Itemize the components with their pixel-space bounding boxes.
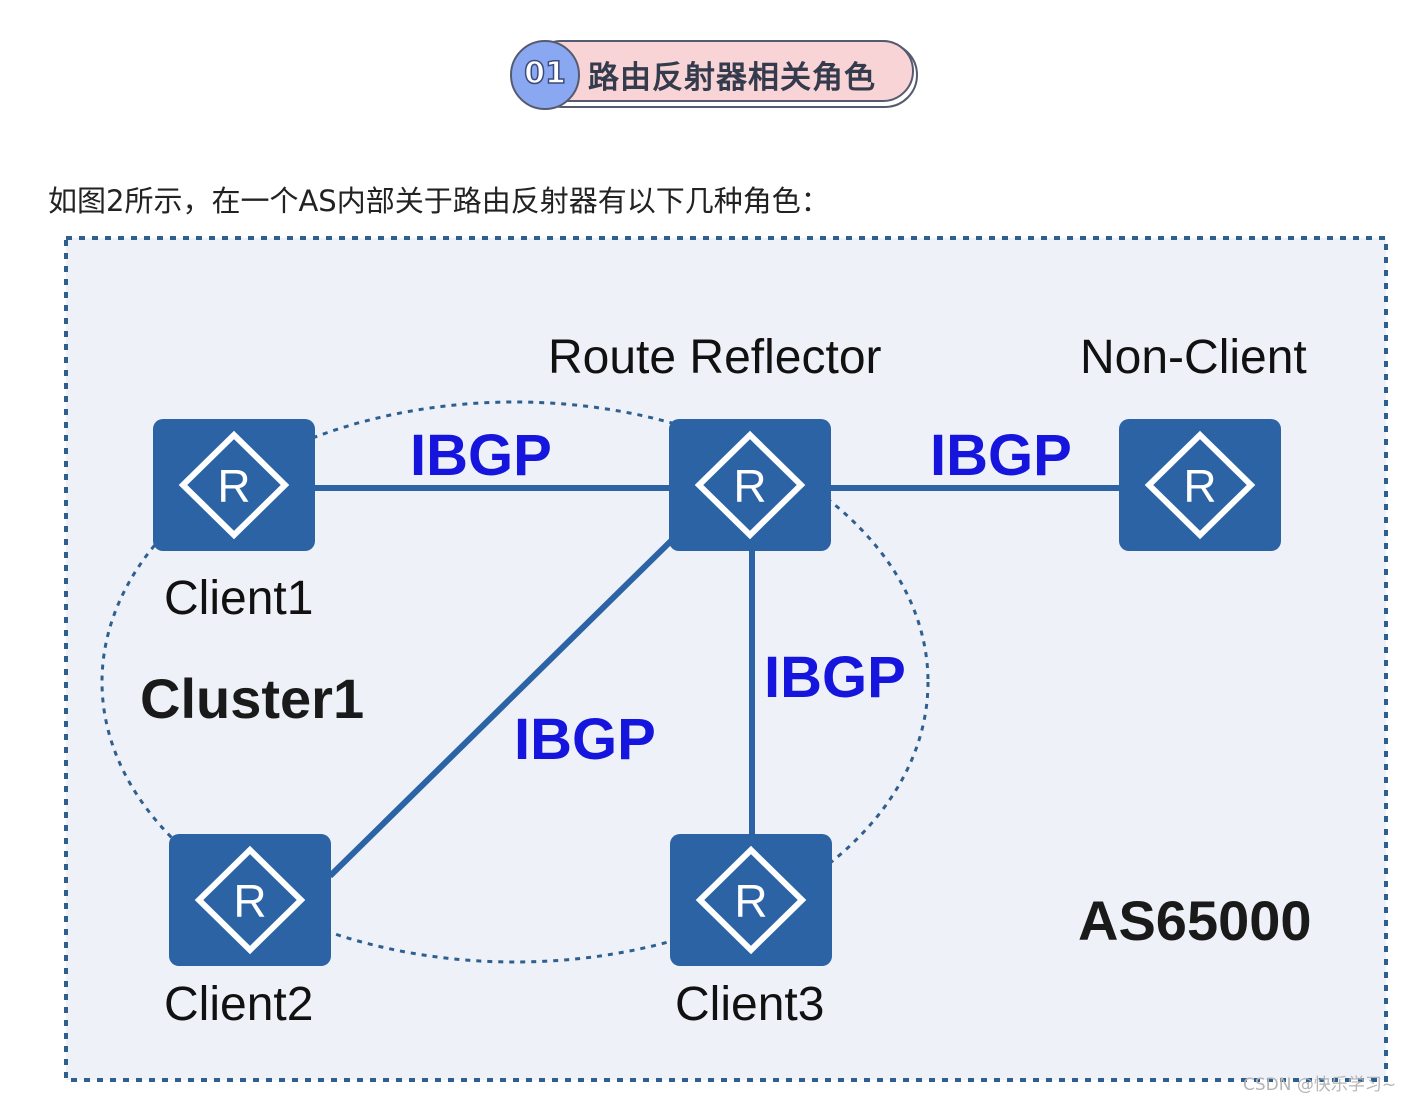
intro-paragraph: 如图2所示，在一个AS内部关于路由反射器有以下几种角色： — [48, 184, 830, 218]
watermark: CSDN @快乐学习~ — [1243, 1075, 1396, 1095]
router-glyph: R — [734, 875, 767, 927]
cluster-label: Cluster1 — [140, 667, 364, 730]
label-non-client: Non-Client — [1080, 331, 1307, 384]
ibgp-label-rr-nonclient: IBGP — [930, 423, 1072, 488]
header-pill — [530, 40, 914, 102]
router-glyph: R — [1183, 460, 1216, 512]
router-glyph: R — [233, 875, 266, 927]
cluster-boundary — [100, 400, 930, 964]
router-route-reflector: R — [669, 419, 831, 551]
router-client2: R — [169, 834, 331, 966]
router-glyph: R — [217, 460, 250, 512]
link-rr-client2 — [327, 535, 677, 879]
label-client1: Client1 — [164, 572, 313, 625]
label-client2: Client2 — [164, 978, 313, 1031]
as-label: AS65000 — [1078, 889, 1312, 952]
router-non-client: R — [1119, 419, 1281, 551]
router-client1: R — [153, 419, 315, 551]
label-route-reflector: Route Reflector — [548, 331, 882, 384]
section-title: 路由反射器相关角色 — [588, 60, 876, 96]
router-client3: R — [670, 834, 832, 966]
ibgp-label-rr-client3: IBGP — [764, 645, 906, 710]
section-header: 01 路由反射器相关角色 — [508, 38, 920, 112]
router-glyph: R — [733, 460, 766, 512]
ibgp-label-rr-client2: IBGP — [514, 707, 656, 772]
ibgp-label-client1-rr: IBGP — [410, 423, 552, 488]
section-number-badge: 01 — [510, 40, 580, 110]
label-client3: Client3 — [675, 978, 824, 1031]
